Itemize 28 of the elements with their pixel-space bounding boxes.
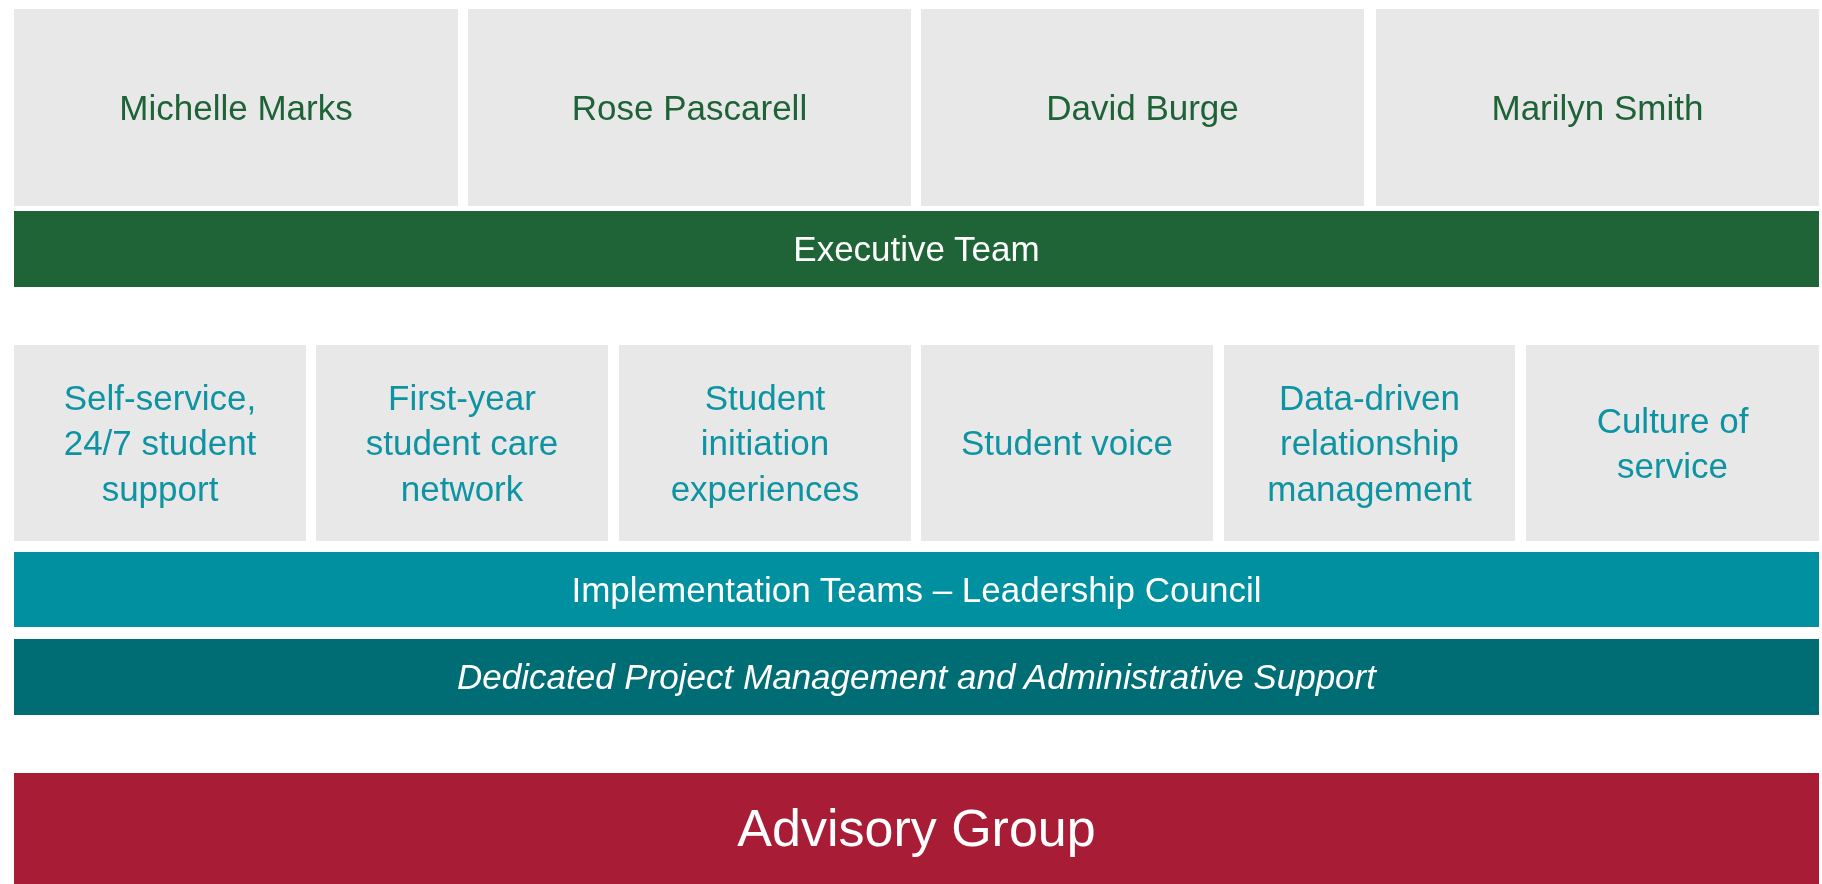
bar-label: Implementation Teams – Leadership Council xyxy=(571,568,1262,611)
person-name: Marilyn Smith xyxy=(1491,86,1704,129)
team-box xyxy=(1526,345,1819,541)
bar-label: Dedicated Project Management and Administrative Support xyxy=(457,656,1376,699)
team-box xyxy=(14,345,306,541)
team-box xyxy=(921,345,1213,541)
bar-label: Executive Team xyxy=(793,228,1040,271)
team-box xyxy=(1224,345,1515,541)
person-name: David Burge xyxy=(1046,86,1239,129)
bar-label: Advisory Group xyxy=(737,797,1096,859)
team-box xyxy=(316,345,608,541)
team-name: Self-service, 24/7 student support xyxy=(62,376,258,510)
team-name: Data-driven relationship management xyxy=(1266,376,1473,510)
person-name: Rose Pascarell xyxy=(571,86,808,129)
support-bar xyxy=(14,639,1819,715)
team-name: Culture of service xyxy=(1595,399,1750,487)
team-name: Student initiation experiences xyxy=(669,376,861,510)
team-box xyxy=(619,345,911,541)
person-name: Michelle Marks xyxy=(119,86,353,129)
team-name: Student voice xyxy=(960,422,1174,465)
council-bar xyxy=(14,552,1819,627)
advisory-bar xyxy=(14,773,1819,884)
team-name: First-year student care network xyxy=(364,376,560,510)
name-box xyxy=(468,9,911,206)
name-box xyxy=(14,9,458,206)
name-box xyxy=(921,9,1364,206)
name-box xyxy=(1376,9,1819,206)
team-bar xyxy=(14,211,1819,287)
